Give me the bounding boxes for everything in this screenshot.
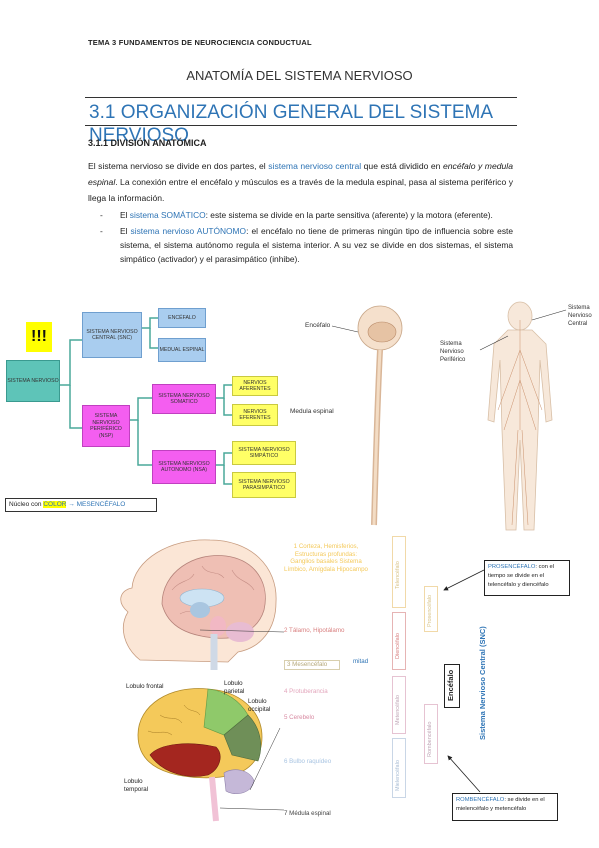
bullet-somatico: El sistema SOMÁTICO: este sistema se div… (100, 208, 513, 222)
box-sistema-nervioso: SISTEMA NERVIOSO (6, 360, 60, 402)
para-text: El sistema nervioso se divide en dos par… (88, 161, 269, 171)
para-text: . La conexión entre el encéfalo y múscul… (88, 177, 513, 203)
cns-figure (357, 305, 403, 526)
label-talamo: 2 Tálamo, Hipotálamo (284, 627, 345, 634)
label-bulbo: 6 Bulbo raquídeo (284, 758, 332, 765)
box-parasimpatico: SISTEMA NERVIOSO PARASIMPÁTICO (232, 472, 296, 498)
box-encefalo: ENCÉFALO (158, 308, 206, 328)
box-simpatico: SISTEMA NERVIOSO SIMPÁTICO (232, 441, 296, 465)
box-snc: SISTEMA NERVIOSO CENTRAL (SNC) (82, 312, 142, 358)
callout-prosencefalo: PROSENCÉFALO: con el tiempo se divide en… (484, 560, 570, 596)
box-snp: SISTEMA NERVIOSO PERIFÉRICO (NSP) (82, 405, 130, 447)
chapter-title: 3.1 ORGANIZACIÓN GENERAL DEL SISTEMA NER… (85, 97, 517, 146)
brain-lateral-figure (137, 688, 263, 822)
diagram-connectors (60, 317, 232, 485)
document-header: TEMA 3 FUNDAMENTOS DE NEUROCIENCIA CONDU… (88, 38, 312, 47)
box-prosencefalo: Prosencéfalo (424, 586, 438, 632)
box-eferentes: NERVIOS EFERENTES (232, 404, 278, 426)
box-aferentes: NERVIOS AFERENTES (232, 376, 278, 396)
nucleo-note: Núcleo con COLOR → MESENCÉFALO (5, 498, 157, 512)
label-corteza: 1 Corteza, Hemisferios, Estructuras prof… (284, 543, 368, 573)
box-rombencefalo: Rombencéfalo (424, 704, 438, 764)
box-diencefalo: Diencéfalo (392, 612, 406, 670)
bullet-list: El sistema SOMÁTICO: este sistema se div… (100, 208, 513, 268)
label-snp-body: Sistema Nervioso Periférico (440, 341, 466, 363)
box-encefalo-vertical: Encéfalo (444, 664, 460, 708)
label-snc-body: Sistema Nervioso Central (568, 305, 592, 327)
box-somatico: SISTEMA NERVIOSO SOMATICO (152, 384, 216, 414)
label-lobulo-occipital: Lobulo occipital (248, 698, 271, 713)
intro-paragraph: El sistema nervioso se divide en dos par… (88, 158, 513, 206)
label-cerebelo: 5 Cerebelo (284, 714, 315, 721)
attention-mark: !!! (26, 322, 52, 352)
callout-rombencefalo: ROMBENCÉFALO: se divide en el mielencéfa… (452, 793, 558, 821)
brain-sagittal-figure (120, 539, 277, 670)
pointer-line (331, 325, 359, 333)
section-title: ANATOMÍA DEL SISTEMA NERVIOSO (186, 68, 413, 83)
box-mielencefalo: Mielencéfalo (392, 738, 406, 798)
label-protuberancia: 4 Protuberancia (284, 688, 328, 695)
label-medula-espinal: 7 Médula espinal (284, 810, 331, 817)
box-medula: MEDUAL ESPINAL (158, 338, 206, 362)
callout-arrows (443, 569, 485, 793)
pointer-lines (479, 309, 567, 351)
para-text: que está dividido en (361, 161, 443, 171)
subsection-title: 3.1.1 DIVISIÓN ANATÓMICA (88, 138, 207, 148)
bullet-autonomo: El sistema nervioso AUTÓNOMO: el encéfal… (100, 224, 513, 266)
box-telencefalo: Telencéfalo (392, 536, 406, 608)
label-encefalo-body: Encéfalo (305, 322, 331, 329)
box-autonomo: SISTEMA NERVIOSO AUTONOMO (NSA) (152, 450, 216, 484)
para-highlight: sistema nervioso central (268, 161, 362, 171)
label-mesencefalo: 3 Mesencéfalo (284, 660, 340, 670)
body-figure (487, 301, 553, 531)
para-italic: encéfalo y medula espinal (88, 161, 513, 187)
label-medula-body: Medula espinal (290, 408, 334, 415)
label-lobulo-parietal: Lobulo parietal (224, 680, 245, 695)
box-metencefalo: Metencéfalo (392, 676, 406, 734)
brain-pointer-lines (200, 629, 285, 811)
label-mitad: mitad (353, 658, 369, 665)
label-lobulo-temporal: Lobulo temporal (124, 778, 149, 793)
label-lobulo-frontal: Lobulo frontal (126, 683, 164, 690)
